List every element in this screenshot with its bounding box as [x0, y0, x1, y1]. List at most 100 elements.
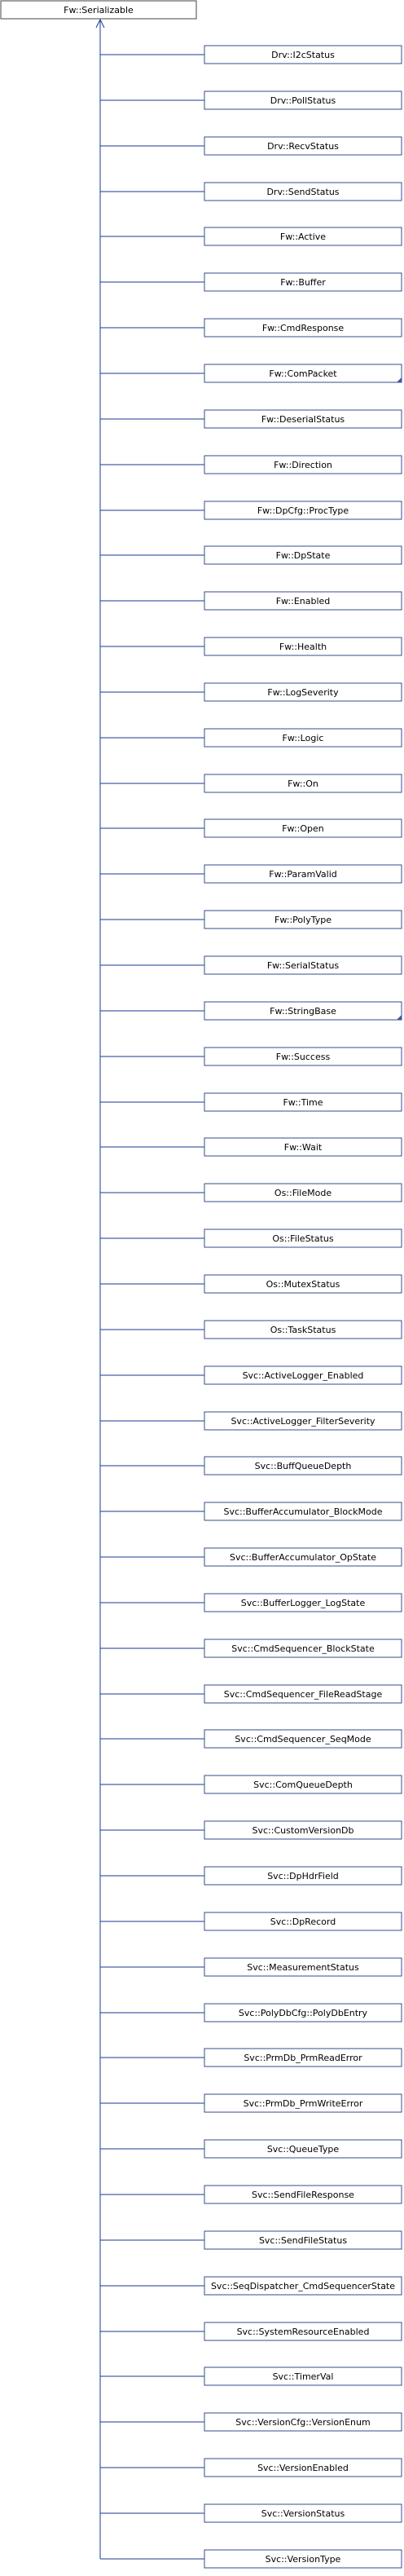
derived-class-node[interactable]: Fw::DpCfg::ProcType	[204, 501, 402, 520]
derived-class-box	[204, 1866, 402, 1886]
derived-class-box	[204, 455, 402, 474]
derived-class-node[interactable]: Fw::SerialStatus	[204, 955, 402, 975]
root-class-label: Fw::Serializable	[64, 5, 134, 15]
derived-class-label: Svc::CustomVersionDb	[253, 1825, 354, 1836]
derived-class-label: Fw::Direction	[274, 460, 332, 470]
derived-class-node[interactable]: Fw::Health	[204, 637, 402, 656]
inheritance-arrowhead	[95, 18, 105, 29]
derived-class-node[interactable]: Svc::VersionCfg::VersionEnum	[204, 2412, 402, 2432]
derived-class-node[interactable]: Svc::PrmDb_PrmWriteError	[204, 2093, 402, 2113]
derived-class-label: Drv::SendStatus	[266, 187, 339, 197]
derived-class-box	[204, 682, 402, 702]
derived-class-node[interactable]: Os::FileStatus	[204, 1228, 402, 1248]
derived-class-node[interactable]: Fw::PolyType	[204, 910, 402, 929]
derived-class-node[interactable]: Svc::BuffQueueDepth	[204, 1456, 402, 1475]
derived-class-box	[204, 2322, 402, 2341]
derived-class-box	[204, 2139, 402, 2159]
derived-class-label: Fw::Active	[280, 232, 326, 242]
derived-class-node[interactable]: Svc::SendFileStatus	[204, 2230, 402, 2250]
derived-class-node[interactable]: Svc::QueueType	[204, 2139, 402, 2159]
derived-class-label: Os::FileMode	[274, 1188, 332, 1198]
derived-class-node[interactable]: Svc::BufferLogger_LogState	[204, 1593, 402, 1612]
derived-class-node[interactable]: Svc::CustomVersionDb	[204, 1820, 402, 1840]
derived-class-label: Svc::SeqDispatcher_CmdSequencerState	[211, 2281, 395, 2291]
derived-class-node[interactable]: Svc::CmdSequencer_SeqMode	[204, 1729, 402, 1749]
derived-class-label: Fw::On	[288, 779, 318, 789]
derived-class-node[interactable]: Svc::ComQueueDepth	[204, 1775, 402, 1794]
derived-class-label: Svc::ComQueueDepth	[253, 1780, 353, 1790]
derived-class-node[interactable]: Fw::ParamValid	[204, 864, 402, 884]
root-class-box	[0, 0, 197, 20]
derived-class-label: Svc::VersionEnabled	[257, 2463, 349, 2473]
inheritance-edges	[95, 18, 204, 2560]
derived-class-label: Svc::BufferLogger_LogState	[241, 1598, 366, 1608]
derived-class-label: Fw::Enabled	[276, 596, 331, 607]
derived-class-label: Fw::DpCfg::ProcType	[257, 505, 349, 516]
derived-class-node[interactable]: Drv::I2cStatus	[204, 45, 402, 64]
derived-class-node[interactable]: Os::TaskStatus	[204, 1320, 402, 1339]
derived-class-label: Svc::CmdSequencer_BlockState	[231, 1643, 375, 1654]
derived-class-node[interactable]: Os::MutexStatus	[204, 1274, 402, 1294]
derived-class-node[interactable]: Svc::PolyDbCfg::PolyDbEntry	[204, 2003, 402, 2022]
derived-class-node[interactable]: Fw::Buffer	[204, 272, 402, 292]
derived-class-node[interactable]: Fw::Direction	[204, 455, 402, 474]
derived-class-label: Drv::I2cStatus	[271, 50, 335, 60]
derived-class-node[interactable]: Fw::On	[204, 774, 402, 793]
derived-class-box	[204, 90, 402, 110]
derived-class-box	[204, 1047, 402, 1066]
derived-class-box	[204, 1547, 402, 1567]
derived-class-node[interactable]: Fw::DpState	[204, 545, 402, 565]
derived-class-label: Svc::PrmDb_PrmReadError	[244, 2053, 362, 2063]
derived-class-box	[204, 1820, 402, 1840]
derived-class-node[interactable]: Fw::DeserialStatus	[204, 409, 402, 429]
derived-class-label: Fw::Logic	[283, 733, 324, 743]
derived-class-node[interactable]: Svc::SeqDispatcher_CmdSequencerState	[204, 2276, 402, 2296]
derived-class-node[interactable]: Fw::CmdResponse	[204, 318, 402, 337]
derived-class-node[interactable]: Drv::RecvStatus	[204, 136, 402, 156]
derived-class-node[interactable]: Fw::StringBase	[204, 1001, 402, 1021]
derived-class-node[interactable]: Fw::Success	[204, 1047, 402, 1066]
derived-class-box	[204, 501, 402, 520]
derived-class-node[interactable]: Svc::SendFileResponse	[204, 2185, 402, 2204]
derived-class-node[interactable]: Svc::VersionEnabled	[204, 2458, 402, 2477]
derived-class-node[interactable]: Svc::BufferAccumulator_OpState	[204, 1547, 402, 1567]
derived-class-node[interactable]: Svc::SystemResourceEnabled	[204, 2322, 402, 2341]
derived-class-node[interactable]: Fw::LogSeverity	[204, 682, 402, 702]
derived-class-label: Svc::MeasurementStatus	[247, 1962, 359, 1973]
derived-class-box	[204, 1411, 402, 1431]
derived-class-box	[204, 2230, 402, 2250]
derived-class-node[interactable]: Drv::SendStatus	[204, 182, 402, 201]
derived-class-box	[204, 1456, 402, 1475]
derived-class-box	[204, 774, 402, 793]
derived-class-node[interactable]: Svc::MeasurementStatus	[204, 1957, 402, 1977]
derived-class-node[interactable]: Svc::TimerVal	[204, 2366, 402, 2386]
derived-class-node[interactable]: Svc::VersionType	[204, 2549, 402, 2569]
derived-class-node[interactable]: Fw::Enabled	[204, 591, 402, 611]
derived-class-label: Fw::StringBase	[270, 1006, 336, 1017]
derived-class-node[interactable]: Fw::ComPacket	[204, 364, 402, 383]
derived-class-node[interactable]: Svc::DpRecord	[204, 1912, 402, 1931]
derived-class-node[interactable]: Svc::CmdSequencer_FileReadStage	[204, 1684, 402, 1704]
derived-class-label: Svc::SendFileStatus	[259, 2235, 347, 2246]
derived-class-node[interactable]: Svc::BufferAccumulator_BlockMode	[204, 1502, 402, 1521]
derived-class-label: Svc::BufferAccumulator_OpState	[230, 1552, 376, 1563]
derived-class-node[interactable]: Fw::Open	[204, 818, 402, 838]
derived-class-node[interactable]: Svc::DpHdrField	[204, 1866, 402, 1886]
derived-class-label: Fw::DeserialStatus	[261, 414, 345, 425]
derived-class-node[interactable]: Svc::CmdSequencer_BlockState	[204, 1639, 402, 1658]
derived-class-node[interactable]: Fw::Wait	[204, 1137, 402, 1157]
derived-class-label: Fw::DpState	[276, 550, 331, 561]
derived-class-node[interactable]: Os::FileMode	[204, 1183, 402, 1202]
more-subclasses-marker	[397, 377, 402, 382]
derived-class-node[interactable]: Drv::PollStatus	[204, 90, 402, 110]
derived-class-node[interactable]: Svc::ActiveLogger_FilterSeverity	[204, 1411, 402, 1431]
derived-class-node[interactable]: Fw::Logic	[204, 728, 402, 748]
root-class-node[interactable]: Fw::Serializable	[0, 0, 197, 20]
derived-class-node[interactable]: Svc::VersionStatus	[204, 2503, 402, 2523]
derived-class-node[interactable]: Fw::Time	[204, 1092, 402, 1112]
derived-class-node[interactable]: Fw::Active	[204, 227, 402, 246]
derived-class-box	[204, 1639, 402, 1658]
derived-class-node[interactable]: Svc::ActiveLogger_Enabled	[204, 1365, 402, 1385]
derived-class-node[interactable]: Svc::PrmDb_PrmReadError	[204, 2048, 402, 2067]
